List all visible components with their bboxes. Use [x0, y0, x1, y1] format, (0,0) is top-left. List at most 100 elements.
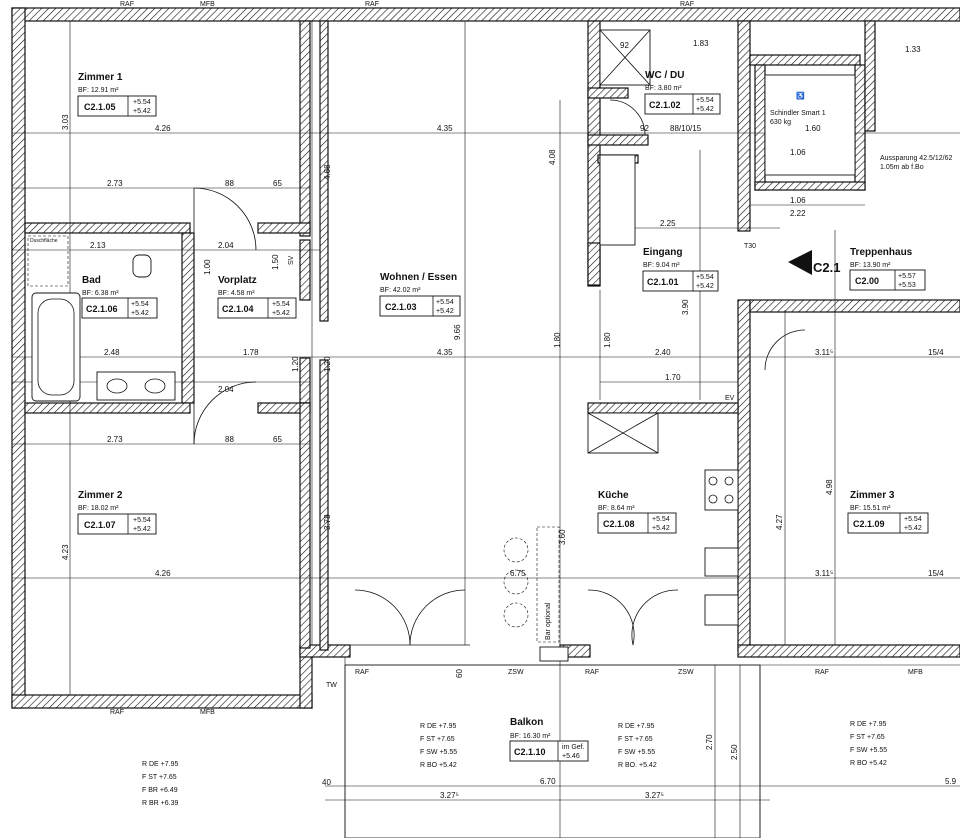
svg-text:4.68: 4.68	[323, 164, 332, 180]
svg-text:3.60: 3.60	[558, 529, 567, 545]
svg-text:4.35: 4.35	[437, 348, 453, 357]
svg-text:Wohnen / Essen: Wohnen / Essen	[380, 272, 457, 283]
svg-text:R DE +7.95: R DE +7.95	[850, 721, 886, 728]
dimension-lines	[12, 21, 960, 838]
svg-text:1.20: 1.20	[291, 356, 300, 372]
svg-text:C2.1.09: C2.1.09	[853, 519, 885, 529]
svg-text:4.26: 4.26	[155, 124, 171, 133]
svg-text:3.27⁵: 3.27⁵	[440, 791, 459, 800]
levels-mid2: R DE +7.95 F ST +7.65 F SW +5.55 R BO. +…	[618, 723, 657, 769]
svg-text:ZSW: ZSW	[508, 669, 524, 676]
svg-text:88: 88	[225, 179, 234, 188]
svg-text:+5.42: +5.42	[131, 310, 149, 317]
room-zimmer3: Zimmer 3 BF: 15.51 m² C2.1.09 +5.54 +5.4…	[847, 490, 929, 534]
svg-text:2.48: 2.48	[104, 348, 120, 357]
svg-text:+5.54: +5.54	[904, 516, 922, 523]
svg-text:2.22: 2.22	[790, 209, 806, 218]
svg-text:Bad: Bad	[82, 275, 101, 286]
svg-text:+5.46: +5.46	[562, 753, 580, 760]
svg-text:1.00: 1.00	[203, 259, 212, 275]
svg-text:1.60: 1.60	[805, 124, 821, 133]
room-kueche: Küche BF: 8.64 m² C2.1.08 +5.54 +5.42	[597, 490, 677, 534]
fixtures	[27, 29, 856, 643]
svg-text:88/10/15: 88/10/15	[670, 124, 702, 133]
svg-text:9.66: 9.66	[453, 324, 462, 340]
svg-text:C2.1.05: C2.1.05	[84, 102, 116, 112]
svg-text:R DE +7.95: R DE +7.95	[142, 761, 178, 768]
svg-text:88: 88	[225, 435, 234, 444]
svg-text:im Gef.: im Gef.	[562, 744, 585, 751]
svg-text:+5.54: +5.54	[133, 99, 151, 106]
svg-text:+5.54: +5.54	[436, 299, 454, 306]
svg-text:Küche: Küche	[598, 490, 629, 501]
svg-text:Balkon: Balkon	[510, 717, 543, 728]
svg-text:Duschfläche: Duschfläche	[30, 238, 58, 244]
svg-text:BF: 6.38 m²: BF: 6.38 m²	[82, 290, 119, 297]
svg-text:F ST +7.65: F ST +7.65	[142, 774, 177, 781]
levels-mid1: R DE +7.95 F ST +7.65 F SW +5.55 R BO +5…	[420, 723, 457, 769]
svg-text:2.73: 2.73	[107, 179, 123, 188]
svg-text:R DE +7.95: R DE +7.95	[618, 723, 654, 730]
room-bad: Bad BF: 6.38 m² C2.1.06 +5.54 +5.42	[81, 275, 158, 319]
room-vorplatz: Vorplatz BF: 4.58 m² C2.1.04 +5.54 +5.42	[217, 275, 297, 319]
svg-text:C2.1.04: C2.1.04	[222, 304, 254, 314]
svg-text:Bar optional: Bar optional	[545, 602, 552, 640]
svg-text:Zimmer 3: Zimmer 3	[850, 490, 895, 501]
svg-text:F BR +6.49: F BR +6.49	[142, 787, 178, 794]
svg-text:65: 65	[273, 179, 282, 188]
svg-text:C2.1.03: C2.1.03	[385, 302, 417, 312]
svg-text:BF: 16.30 m²: BF: 16.30 m²	[510, 733, 551, 740]
svg-text:2.04: 2.04	[218, 385, 234, 394]
room-zimmer2: Zimmer 2 BF: 18.02 m² C2.1.07 +5.54 +5.4…	[77, 490, 157, 535]
svg-text:+5.54: +5.54	[131, 301, 149, 308]
svg-text:R BR +6.39: R BR +6.39	[142, 800, 178, 807]
svg-text:3.03: 3.03	[61, 114, 70, 130]
svg-text:BF: 3.80 m²: BF: 3.80 m²	[645, 85, 682, 92]
svg-text:Aussparung 42.5/12/62: Aussparung 42.5/12/62	[880, 155, 952, 162]
svg-text:4.27: 4.27	[775, 514, 784, 530]
svg-text:4.08: 4.08	[548, 149, 557, 165]
svg-text:1.50: 1.50	[271, 254, 280, 270]
svg-text:+5.54: +5.54	[696, 274, 714, 281]
wheelchair-icon: ♿	[796, 91, 805, 100]
svg-text:C2.00: C2.00	[855, 276, 879, 286]
svg-text:+5.42: +5.42	[696, 283, 714, 290]
svg-text:40: 40	[322, 778, 331, 787]
svg-text:RAF: RAF	[680, 1, 694, 8]
svg-text:BF: 13.90 m²: BF: 13.90 m²	[850, 262, 891, 269]
svg-text:+5.42: +5.42	[436, 308, 454, 315]
svg-text:+5.42: +5.42	[696, 106, 714, 113]
svg-text:2.70: 2.70	[705, 734, 714, 750]
svg-text:RAF: RAF	[120, 1, 134, 8]
levels-left: R DE +7.95 F ST +7.65 F BR +6.49 R BR +6…	[142, 761, 178, 807]
annotations: RAF MFB RAF RAF RAF MFB RAF ZSW RAF ZSW …	[30, 1, 923, 716]
room-wohnen: Wohnen / Essen BF: 42.02 m² C2.1.03 +5.5…	[379, 272, 461, 317]
svg-text:3.11⁵: 3.11⁵	[815, 569, 833, 578]
svg-text:1.80: 1.80	[603, 332, 612, 348]
unit-label: C2.1	[813, 260, 840, 275]
svg-text:1.83: 1.83	[693, 39, 709, 48]
svg-text:C2.1.06: C2.1.06	[86, 304, 118, 314]
svg-text:F ST +7.65: F ST +7.65	[618, 736, 653, 743]
svg-text:RAF: RAF	[585, 669, 599, 676]
svg-text:2.25: 2.25	[660, 219, 676, 228]
svg-text:Schindler Smart 1: Schindler Smart 1	[770, 110, 826, 117]
svg-text:15/4: 15/4	[928, 348, 944, 357]
svg-text:65: 65	[273, 435, 282, 444]
svg-text:Zimmer 1: Zimmer 1	[78, 72, 123, 83]
svg-text:F SW +5.55: F SW +5.55	[420, 749, 457, 756]
svg-text:MFB: MFB	[908, 669, 923, 676]
svg-text:1.33: 1.33	[905, 45, 921, 54]
svg-text:2.73: 2.73	[107, 435, 123, 444]
svg-text:F SW +5.55: F SW +5.55	[850, 747, 887, 754]
svg-text:+5.54: +5.54	[272, 301, 290, 308]
svg-text:92: 92	[640, 124, 649, 133]
svg-text:BF: 18.02 m²: BF: 18.02 m²	[78, 505, 119, 512]
svg-text:3.27⁵: 3.27⁵	[645, 791, 664, 800]
svg-text:BF: 12.91 m²: BF: 12.91 m²	[78, 87, 119, 94]
washbasin	[96, 371, 176, 401]
svg-text:RAF: RAF	[365, 1, 379, 8]
svg-text:1.20: 1.20	[323, 356, 332, 372]
sink	[704, 547, 739, 577]
svg-text:C2.1.01: C2.1.01	[647, 277, 679, 287]
